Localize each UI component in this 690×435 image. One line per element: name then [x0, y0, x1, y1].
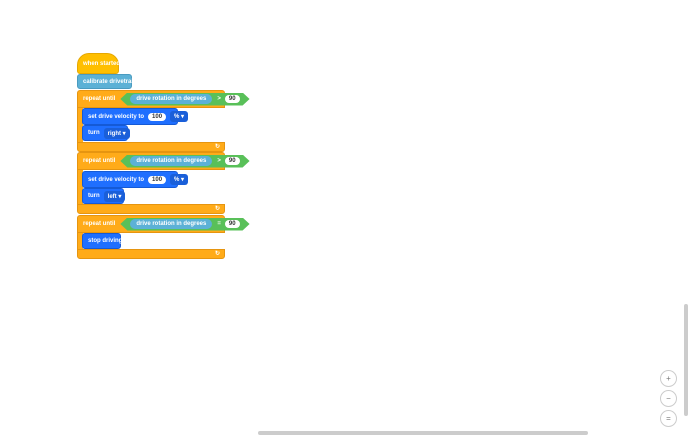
loop-bottom: ↻	[77, 249, 225, 259]
condition-hex[interactable]: drive rotation in degrees >90	[120, 155, 249, 168]
unit-dropdown[interactable]: % ▾	[170, 174, 189, 185]
condition-hex[interactable]: drive rotation in degrees >90	[120, 93, 249, 106]
turn-label: turn	[88, 130, 100, 136]
repeat-label: repeat until	[83, 96, 116, 102]
direction-value: left	[107, 193, 117, 200]
loop-arm	[77, 233, 83, 249]
velocity-input[interactable]: 100	[148, 175, 167, 184]
zoom-reset-icon: =	[666, 414, 671, 423]
loop-arm	[77, 108, 83, 142]
repeat-until-block-3[interactable]: repeat until drive rotation in degrees=9…	[77, 215, 225, 233]
operator: =	[217, 221, 221, 227]
velocity-label: set drive velocity to	[88, 113, 145, 120]
direction-value: right	[107, 130, 122, 137]
value-input[interactable]: 90	[225, 220, 240, 228]
zoom-in-button[interactable]: +	[660, 370, 677, 387]
repeat-label: repeat until	[83, 158, 116, 164]
vertical-scrollbar[interactable]	[684, 304, 688, 416]
velocity-input[interactable]: 100	[148, 112, 167, 121]
velocity-label: set drive velocity to	[88, 176, 145, 183]
zoom-out-icon: −	[666, 394, 671, 403]
loop-arrow-icon: ↻	[214, 251, 220, 257]
stop-label: stop driving	[88, 238, 123, 244]
direction-dropdown[interactable]: left ▾	[103, 190, 126, 202]
value-input[interactable]: 90	[225, 157, 240, 165]
loop-arm	[77, 170, 83, 204]
rotation-reporter[interactable]: drive rotation in degrees	[130, 156, 212, 166]
repeat-until-block-2[interactable]: repeat until drive rotation in degrees>9…	[77, 152, 225, 170]
turn-label: turn	[88, 193, 100, 199]
rotation-reporter[interactable]: drive rotation in degrees	[130, 219, 212, 229]
condition-hex[interactable]: drive rotation in degrees = 90	[120, 218, 249, 231]
stop-driving-block[interactable]: stop driving	[82, 233, 123, 249]
hat-when-started[interactable]: when started	[77, 53, 121, 74]
unit-value: %	[174, 114, 180, 120]
operator: >	[217, 158, 221, 164]
unit-value: %	[174, 177, 180, 183]
loop-arrow-icon: ↻	[214, 206, 220, 212]
zoom-out-button[interactable]: −	[660, 390, 677, 407]
value-input[interactable]: 90	[225, 95, 240, 103]
zoom-in-icon: +	[666, 374, 671, 383]
calibrate-drivetrain-block[interactable]: calibrate drivetrain	[77, 74, 137, 89]
loop-arrow-icon: ↻	[214, 144, 220, 150]
repeat-label: repeat until	[83, 221, 116, 227]
loop-bottom: ↻	[77, 204, 225, 214]
unit-dropdown[interactable]: % ▾	[170, 111, 189, 122]
zoom-reset-button[interactable]: =	[660, 410, 677, 427]
hat-label: when started	[83, 60, 121, 67]
repeat-until-block-1[interactable]: repeat until drive rotation in degrees>9…	[77, 90, 225, 108]
loop-bottom: ↻	[77, 142, 225, 152]
rotation-reporter[interactable]: drive rotation in degrees	[130, 94, 212, 104]
operator: >	[217, 96, 221, 102]
horizontal-scrollbar[interactable]	[258, 431, 588, 435]
calibrate-label: calibrate drivetrain	[83, 78, 137, 85]
direction-dropdown[interactable]: right ▾	[103, 127, 130, 139]
